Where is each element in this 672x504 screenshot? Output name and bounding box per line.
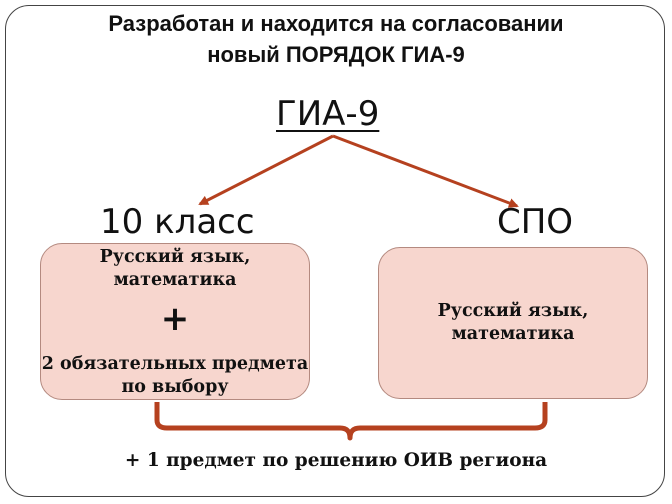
box-spo-subjects: Русский язык, математика [437, 301, 589, 344]
footer-note: + 1 предмет по решению ОИВ региона [124, 450, 548, 471]
title-line-1: Разработан и находится на согласовании [108, 11, 564, 36]
curly-brace [154, 402, 548, 441]
box-10-class: Русский язык, математика + 2 обязательны… [40, 243, 310, 400]
branch-label-10-class: 10 класс [100, 202, 255, 242]
arrow-to-spo [332, 134, 519, 208]
root-label: ГИА-9 [276, 94, 380, 134]
box-spo: Русский язык, математика [378, 247, 648, 399]
box-10-class-elective-subjects: 2 обязательных предмета по выбору [41, 354, 309, 397]
plus-sign: + [160, 299, 190, 339]
box-10-class-core-subjects: Русский язык, математика [99, 247, 251, 290]
title-line-2: новый ПОРЯДОК ГИА-9 [207, 42, 465, 67]
branch-label-spo: СПО [497, 202, 574, 242]
arrow-to-10-class [198, 134, 334, 206]
slide-title: Разработан и находится на согласовании н… [0, 8, 672, 70]
